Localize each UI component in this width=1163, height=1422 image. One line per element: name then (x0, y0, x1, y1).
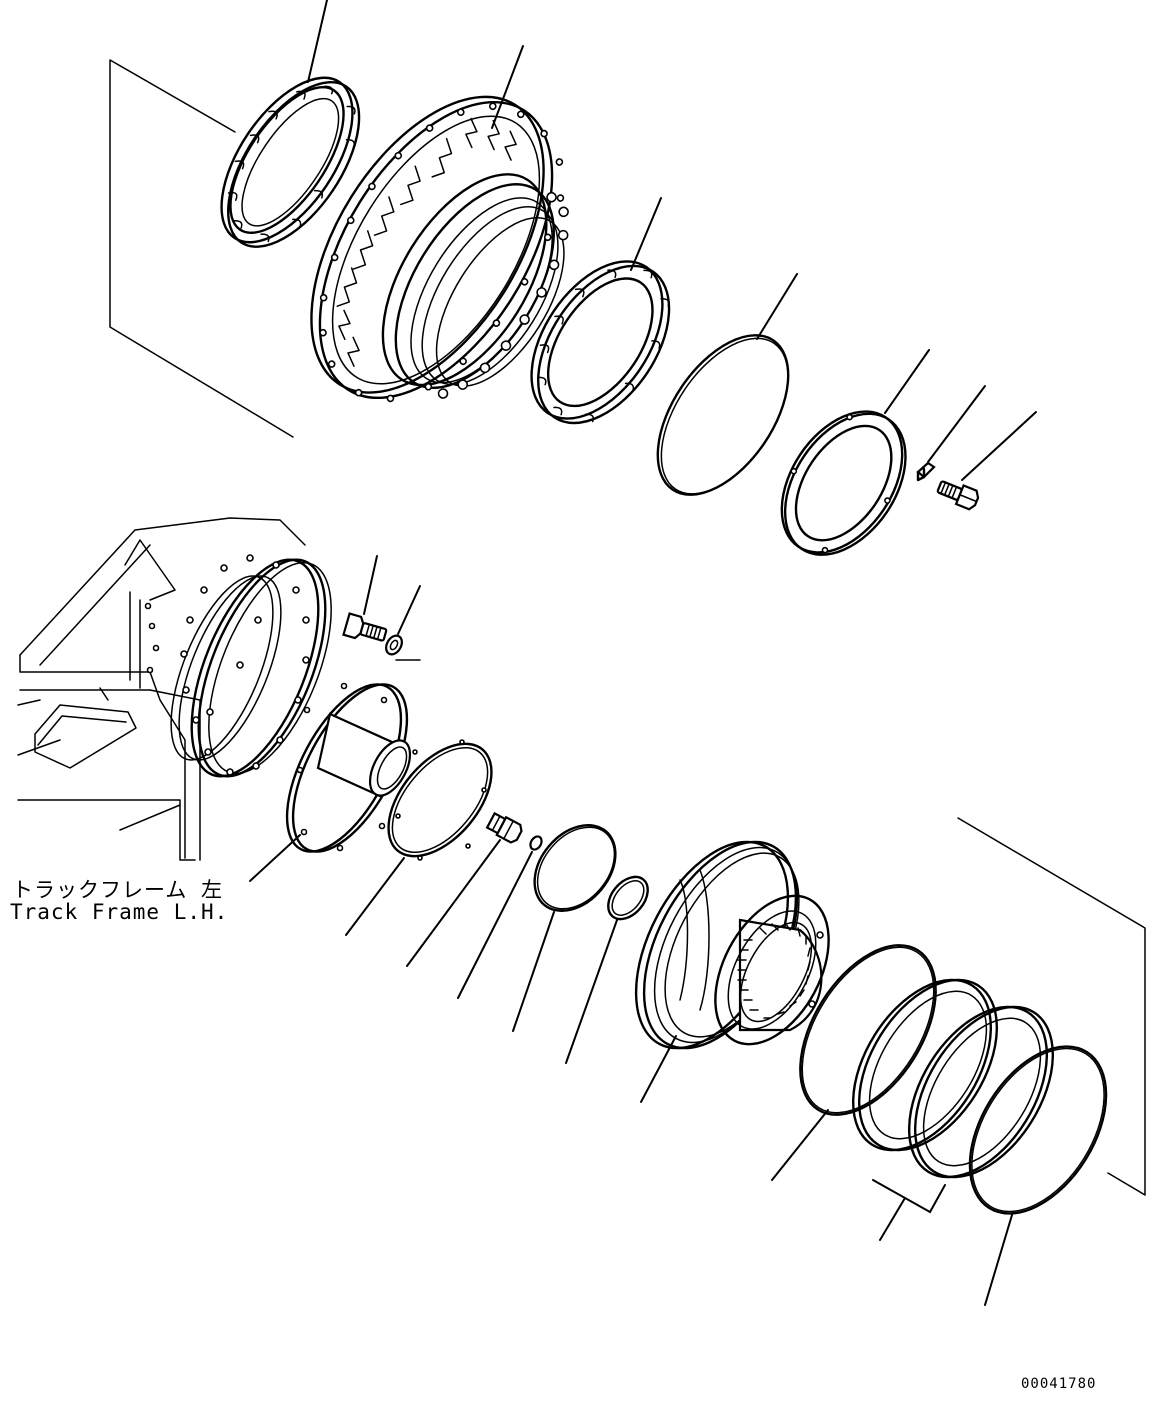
leader-washer (397, 585, 421, 635)
lock-plate[interactable] (916, 461, 936, 482)
hub-cover[interactable] (264, 667, 431, 869)
sprocket-hub[interactable] (264, 57, 632, 458)
plug[interactable] (485, 811, 524, 845)
lower-group-bracket (957, 817, 1146, 1196)
leader-o-ring-large (756, 273, 798, 340)
gasket[interactable] (368, 725, 511, 875)
o-ring-medium[interactable] (518, 809, 632, 926)
retainer-plate[interactable] (757, 389, 930, 576)
bolt-lower[interactable] (342, 612, 389, 646)
leader-seal-assembly (872, 1179, 946, 1214)
o-ring-lower[interactable] (772, 922, 963, 1139)
leader-retainer-plate (884, 349, 930, 414)
leader-o-ring-small-plug (457, 851, 533, 999)
leader-bolt-lower (363, 555, 378, 615)
leader-seal-assembly-tail (879, 1197, 906, 1241)
leader-o-ring-medium (512, 911, 555, 1032)
upper-group-bracket (109, 59, 294, 438)
drawing-number: 00041780 (1021, 1376, 1097, 1392)
leader-lock-plate (927, 385, 986, 463)
o-ring-small[interactable] (600, 869, 655, 926)
bolt-upper[interactable] (936, 477, 981, 511)
leader-bearing-ring-middle (630, 197, 662, 271)
o-ring-small-plug[interactable] (528, 834, 544, 851)
track-frame-lh (17, 517, 332, 861)
leader-drive-housing (640, 1035, 677, 1103)
leader-o-ring-small (565, 919, 618, 1064)
leader-hub-cover (249, 834, 301, 882)
o-ring-outer[interactable] (942, 1022, 1134, 1237)
leader-bolt-upper (961, 411, 1037, 481)
washer[interactable] (383, 633, 405, 657)
bearing-ring-middle[interactable] (505, 238, 696, 447)
leader-o-ring-lower (771, 1109, 829, 1181)
seal-assembly[interactable] (825, 956, 1082, 1202)
leader-o-ring-outer (984, 1214, 1013, 1306)
bearing-ring-upper[interactable] (195, 56, 385, 269)
drive-housing[interactable] (605, 817, 852, 1073)
leader-bearing-ring-upper (307, 0, 328, 83)
track-frame-label-en: Track Frame L.H. (10, 900, 229, 924)
leader-sprocket-hub (491, 45, 524, 129)
leader-gasket (345, 857, 405, 936)
o-ring-large[interactable] (631, 312, 815, 517)
track-frame-label-jp: トラックフレーム 左 (12, 878, 224, 902)
leader-plug (406, 839, 501, 967)
